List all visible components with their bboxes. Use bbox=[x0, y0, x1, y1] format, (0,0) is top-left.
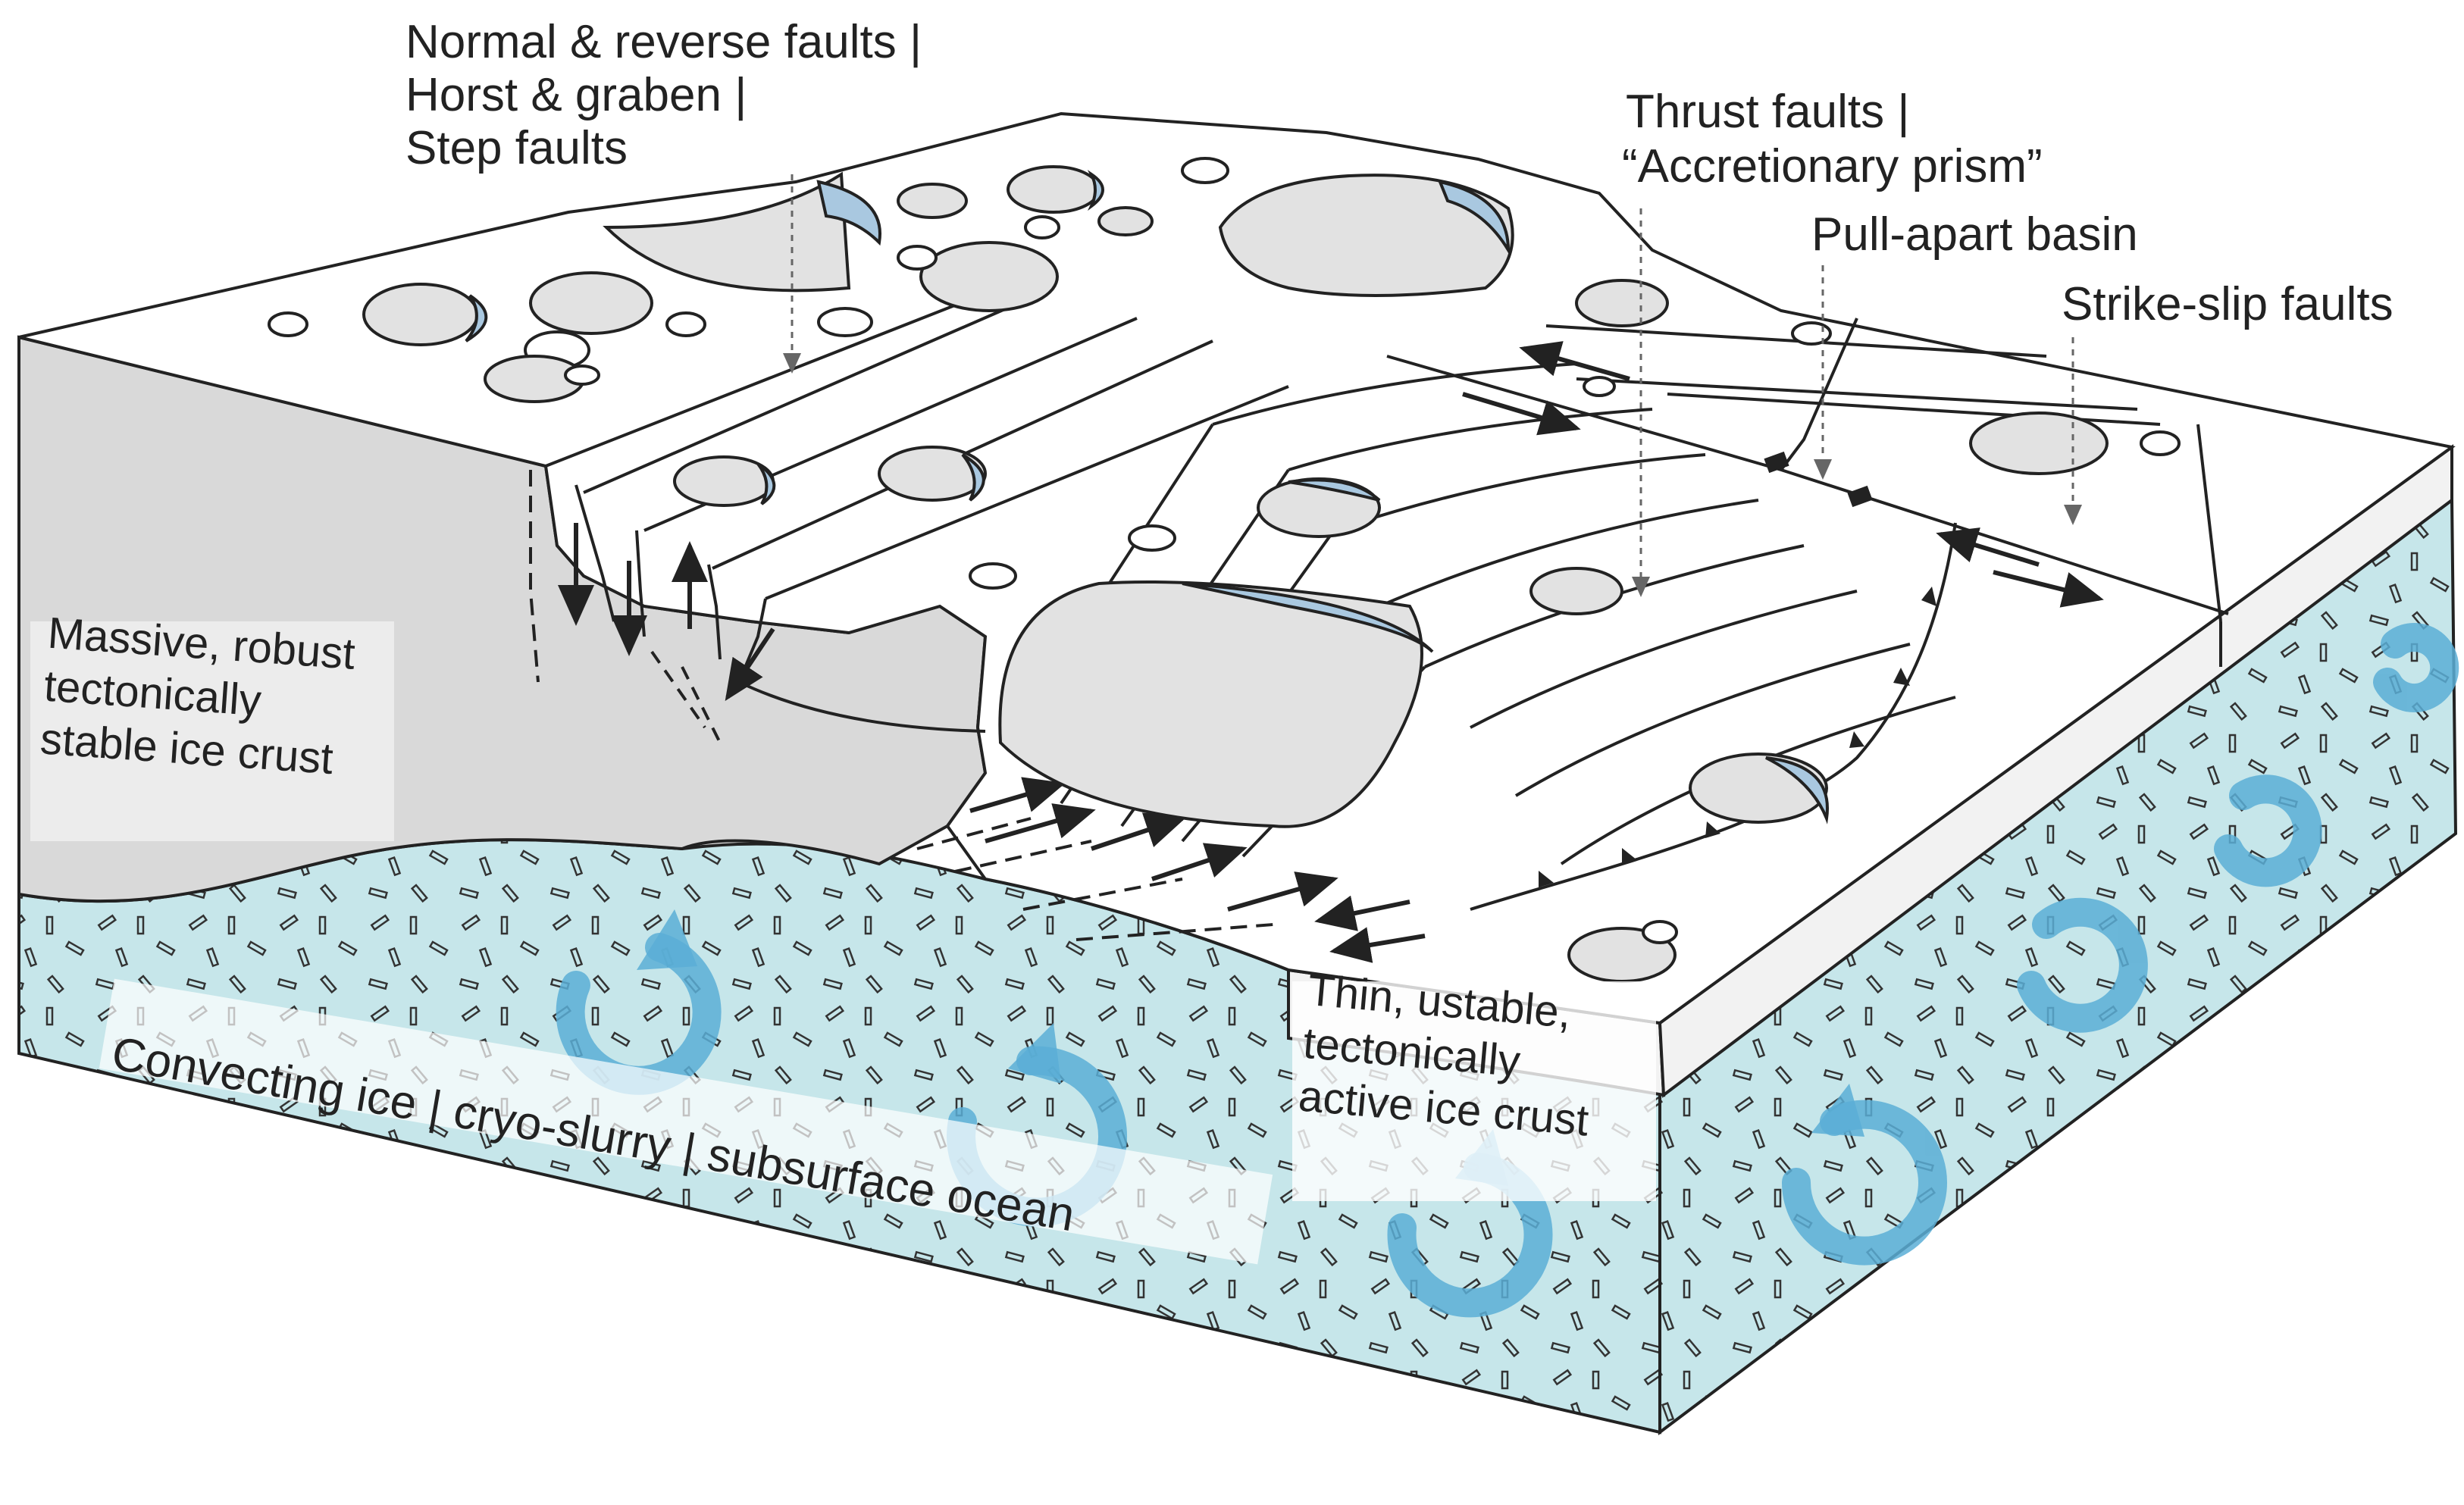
thrust-arrows bbox=[969, 777, 1426, 963]
crater bbox=[998, 580, 1434, 828]
crater bbox=[362, 283, 488, 346]
half-arrow-icon bbox=[1462, 392, 1581, 436]
label-thrust-faults-line2: “Accretionary prism” bbox=[1622, 140, 2043, 192]
half-arrow-icon bbox=[985, 803, 1096, 843]
crater bbox=[1218, 174, 1514, 297]
crater bbox=[603, 171, 881, 293]
craters bbox=[268, 157, 2181, 983]
pull-apart-markers bbox=[1764, 451, 1873, 508]
half-arrow-icon bbox=[1936, 527, 2040, 567]
strike-slip-arrows bbox=[1462, 341, 2104, 608]
circular-arrow-icon bbox=[1781, 1100, 1947, 1266]
half-arrow-icon bbox=[1151, 843, 1248, 881]
circular-arrow-icon bbox=[2017, 897, 2148, 1033]
half-arrow-icon bbox=[725, 627, 775, 701]
crater bbox=[1257, 477, 1381, 538]
half-arrow-icon bbox=[969, 777, 1066, 813]
thin-crust-label-bg bbox=[1292, 981, 1656, 1201]
label-normal-faults-line2: Horst & graben | bbox=[405, 69, 747, 121]
label-thrust-faults-line1: Thrust faults | bbox=[1626, 86, 1909, 138]
label-pull-apart: Pull-apart basin bbox=[1811, 208, 2138, 261]
label-normal-faults-line3: Step faults bbox=[405, 122, 628, 174]
half-arrow-icon bbox=[1993, 570, 2104, 608]
half-arrow-icon bbox=[1314, 895, 1410, 931]
half-arrow-icon bbox=[1329, 927, 1426, 963]
half-arrow-icon bbox=[1227, 871, 1338, 912]
label-normal-faults-line1: Normal & reverse faults | bbox=[405, 16, 922, 68]
label-normal-faults: Normal & reverse faults | Horst & graben… bbox=[405, 16, 922, 174]
fault-motion-arrows-left bbox=[558, 523, 775, 701]
crater bbox=[1689, 752, 1829, 824]
half-arrow-icon bbox=[1091, 812, 1187, 851]
thrust-ramps bbox=[916, 817, 1274, 941]
ocean-label-bg bbox=[99, 978, 1273, 1265]
circular-arrow-icon bbox=[2373, 623, 2459, 713]
crater bbox=[878, 446, 987, 502]
label-thrust-faults: Thrust faults | “Accretionary prism” bbox=[1622, 86, 2043, 192]
leader-lines bbox=[783, 174, 2082, 597]
stable-crust-label-bg bbox=[30, 621, 394, 841]
circular-arrow-icon bbox=[2214, 774, 2322, 887]
crater bbox=[673, 455, 776, 507]
label-strike-slip: Strike-slip faults bbox=[2062, 278, 2394, 330]
half-arrow-icon bbox=[1519, 341, 1630, 381]
